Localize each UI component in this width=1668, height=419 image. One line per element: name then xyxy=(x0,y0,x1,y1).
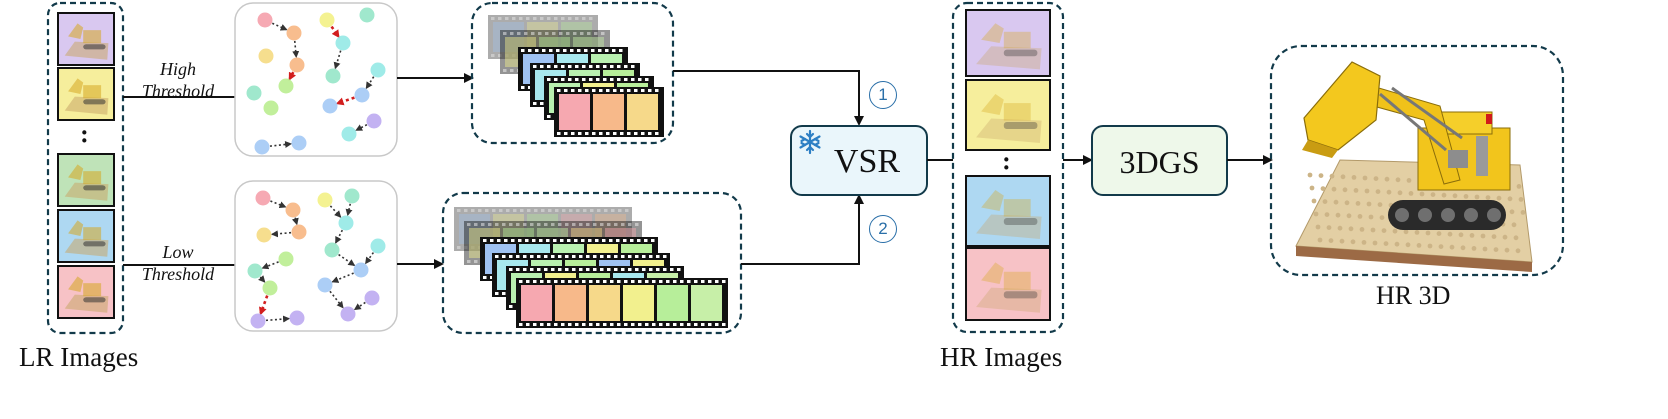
sample-node xyxy=(364,290,380,306)
film-frame xyxy=(623,285,654,321)
bulldozer-render xyxy=(1295,61,1533,272)
sample-node xyxy=(370,238,386,254)
rejected-edge xyxy=(335,96,355,106)
arrow-long-to-vsr xyxy=(741,194,864,265)
sample-node xyxy=(278,78,294,94)
3dgs-label: 3DGS xyxy=(1119,144,1200,180)
sample-node xyxy=(247,263,263,279)
high-threshold-graph-panel xyxy=(234,2,398,157)
sample-node xyxy=(322,98,338,114)
sample-edge xyxy=(338,253,356,267)
high-threshold-label: High Threshold xyxy=(113,58,243,102)
film-frame xyxy=(691,285,722,321)
hr-images-group xyxy=(951,1,1065,334)
vsr-label: VSR xyxy=(833,143,901,180)
hr-image-stack xyxy=(965,9,1051,321)
sample-node xyxy=(254,139,270,155)
snowflake-icon xyxy=(799,129,821,155)
sample-node xyxy=(319,12,335,28)
short-sequence-group xyxy=(470,1,675,145)
long-video-sequence xyxy=(454,207,728,328)
sample-edge xyxy=(333,50,342,70)
sample-node xyxy=(317,277,333,293)
hr-3d-caption: HR 3D xyxy=(1376,281,1451,310)
film-frame xyxy=(559,94,590,130)
low-threshold-word-1: Low xyxy=(162,242,194,262)
sample-edge xyxy=(261,261,279,270)
sample-node xyxy=(338,215,354,231)
rejected-edge xyxy=(288,71,297,81)
film-frame xyxy=(589,285,620,321)
sample-node xyxy=(258,48,274,64)
sample-node xyxy=(354,87,370,103)
frame-image xyxy=(965,79,1051,151)
frame-image xyxy=(965,175,1051,247)
sample-edge xyxy=(270,230,292,238)
film-frame xyxy=(555,285,586,321)
sample-edge xyxy=(353,301,366,311)
sample-node xyxy=(246,85,262,101)
sample-edge xyxy=(258,275,266,283)
sample-node xyxy=(250,313,266,329)
sample-edge xyxy=(269,141,293,148)
film-frame xyxy=(657,285,688,321)
lr-image-stack xyxy=(57,12,115,319)
sample-node xyxy=(256,227,272,243)
sample-node xyxy=(366,113,382,129)
sample-node xyxy=(285,202,301,218)
film-frame xyxy=(521,285,552,321)
hr-3d-group xyxy=(1269,44,1565,277)
low-threshold-graph-panel xyxy=(234,180,398,332)
sample-node xyxy=(317,192,333,208)
frame-image xyxy=(965,247,1051,321)
low-threshold-label: Low Threshold xyxy=(113,241,243,285)
sample-node xyxy=(325,68,341,84)
sample-edge xyxy=(270,200,287,209)
high-threshold-word-1: High xyxy=(160,59,196,79)
sample-node xyxy=(289,310,305,326)
film-frame xyxy=(593,94,624,130)
sample-edge xyxy=(331,272,354,283)
sample-node xyxy=(286,25,302,41)
frame-image xyxy=(965,9,1051,77)
low-threshold-word-2: Threshold xyxy=(141,264,215,284)
sample-node xyxy=(340,306,356,322)
sample-node xyxy=(278,251,294,267)
lr-images-caption: LR Images xyxy=(19,342,139,372)
sample-node xyxy=(257,12,273,28)
sample-edge xyxy=(265,315,291,323)
sample-node xyxy=(353,262,369,278)
sample-node xyxy=(341,126,357,142)
lr-images-group xyxy=(46,1,125,335)
sample-node xyxy=(291,224,307,240)
sample-node xyxy=(263,100,279,116)
sample-edge xyxy=(355,123,368,132)
short-video-sequence xyxy=(488,15,664,137)
sample-edge xyxy=(329,290,344,309)
high-threshold-word-2: Threshold xyxy=(141,81,215,101)
sample-edge xyxy=(291,217,299,226)
high-threshold-graph xyxy=(246,7,386,155)
rejected-edge xyxy=(330,25,340,39)
sample-node xyxy=(255,190,271,206)
sample-node xyxy=(262,280,278,296)
low-threshold-graph xyxy=(247,188,386,329)
step-1-marker: 1 xyxy=(869,81,897,109)
sample-node xyxy=(335,35,351,51)
sample-edge xyxy=(345,203,353,217)
arrow-short-to-vsr xyxy=(673,70,864,126)
sample-node xyxy=(344,188,360,204)
sample-node xyxy=(289,57,305,73)
step-2-marker: 2 xyxy=(869,215,897,243)
sample-node xyxy=(370,62,386,78)
hr-images-caption: HR Images xyxy=(940,342,1063,372)
vertical-ellipsis-icon: ·· xyxy=(80,118,89,155)
vertical-ellipsis-icon-hr: ·· xyxy=(1002,145,1011,182)
sample-node xyxy=(324,242,340,258)
sample-node xyxy=(291,135,307,151)
film-frame xyxy=(627,94,658,130)
sample-node xyxy=(359,7,375,23)
